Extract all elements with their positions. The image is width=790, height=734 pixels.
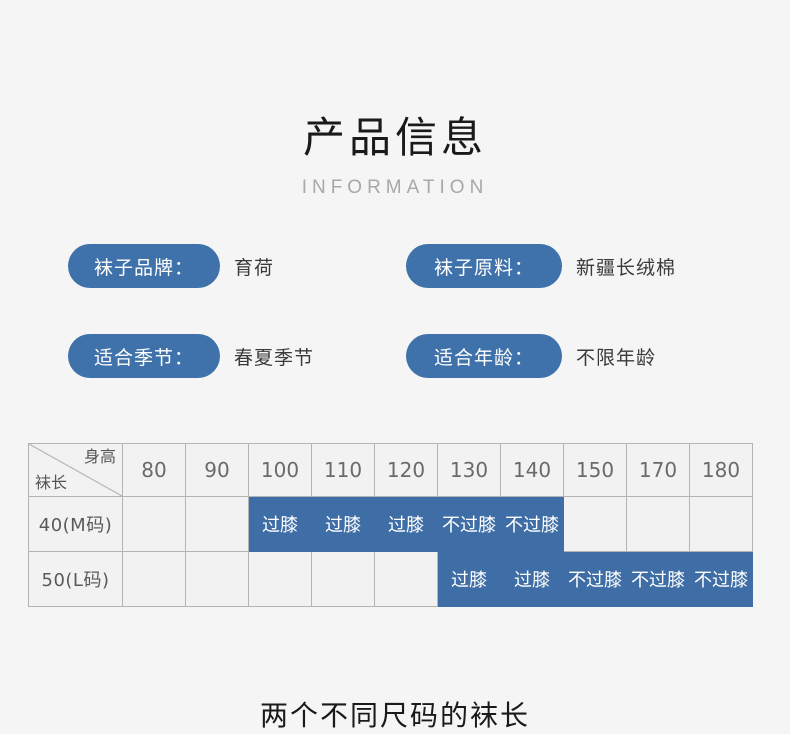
height-header-180: 180: [689, 443, 753, 497]
row-label-l: 50(L码): [28, 551, 123, 607]
height-header-130: 130: [437, 443, 501, 497]
cell-m-100: 过膝: [248, 496, 312, 552]
height-header-170: 170: [626, 443, 690, 497]
corner-label-sock-length: 袜长: [35, 473, 68, 492]
cell-l-180: 不过膝: [689, 551, 753, 607]
page-header: 产品信息 INFORMATION: [0, 112, 790, 200]
height-header-120: 120: [374, 443, 438, 497]
cell-l-130: 过膝: [437, 551, 501, 607]
cell-l-80: [122, 551, 186, 607]
spec-value-brand: 育荷: [234, 256, 275, 279]
page-subtitle: INFORMATION: [301, 177, 489, 198]
spec-item-material: 袜子原料： 新疆长绒棉: [406, 243, 676, 289]
size-chart-caption: 两个不同尺码的袜长: [259, 699, 530, 732]
corner-header-cell: 身高 袜长: [28, 443, 123, 497]
spec-value-age: 不限年龄: [576, 346, 657, 369]
corner-label-height: 身高: [83, 447, 116, 466]
table-row: 50(L码) 过膝 过膝 不过膝 不过膝 不过膝: [28, 551, 753, 607]
cell-m-110: 过膝: [311, 496, 375, 552]
height-header-140: 140: [500, 443, 564, 497]
cell-l-150: 不过膝: [563, 551, 627, 607]
cell-l-100: [248, 551, 312, 607]
cell-m-170: [626, 496, 690, 552]
spec-label-age: 适合年龄：: [406, 334, 562, 378]
spec-row: 适合季节： 春夏季节 适合年龄： 不限年龄: [0, 333, 790, 379]
spec-label-brand: 袜子品牌：: [68, 244, 220, 288]
cell-l-90: [185, 551, 249, 607]
size-chart: 身高 袜长 80 90 100 110 120 130 140 150 170 …: [28, 443, 753, 607]
cell-m-80: [122, 496, 186, 552]
cell-m-90: [185, 496, 249, 552]
height-header-90: 90: [185, 443, 249, 497]
spec-item-brand: 袜子品牌： 育荷: [68, 243, 406, 289]
cell-m-180: [689, 496, 753, 552]
spec-label-material: 袜子原料：: [406, 244, 562, 288]
spec-value-material: 新疆长绒棉: [576, 256, 677, 279]
cell-l-170: 不过膝: [626, 551, 690, 607]
height-header-100: 100: [248, 443, 312, 497]
height-header-80: 80: [122, 443, 186, 497]
diagonal-divider-icon: [29, 444, 122, 496]
spec-item-age: 适合年龄： 不限年龄: [406, 333, 656, 379]
page-title: 产品信息: [302, 113, 487, 162]
size-table: 身高 袜长 80 90 100 110 120 130 140 150 170 …: [28, 443, 753, 607]
spec-list: 袜子品牌： 育荷 袜子原料： 新疆长绒棉 适合季节： 春夏季节 适合年龄： 不限…: [0, 243, 790, 423]
cell-l-140: 过膝: [500, 551, 564, 607]
height-header-150: 150: [563, 443, 627, 497]
cell-m-140: 不过膝: [500, 496, 564, 552]
cell-m-130: 不过膝: [437, 496, 501, 552]
cell-l-110: [311, 551, 375, 607]
height-header-110: 110: [311, 443, 375, 497]
spec-row: 袜子品牌： 育荷 袜子原料： 新疆长绒棉: [0, 243, 790, 289]
spec-label-season: 适合季节：: [68, 334, 220, 378]
row-label-m: 40(M码): [28, 496, 123, 552]
table-row: 40(M码) 过膝 过膝 过膝 不过膝 不过膝: [28, 496, 753, 552]
cell-l-120: [374, 551, 438, 607]
table-header-row: 身高 袜长 80 90 100 110 120 130 140 150 170 …: [28, 443, 753, 497]
spec-value-season: 春夏季节: [234, 346, 315, 369]
cell-m-120: 过膝: [374, 496, 438, 552]
cell-m-150: [563, 496, 627, 552]
spec-item-season: 适合季节： 春夏季节: [68, 333, 406, 379]
